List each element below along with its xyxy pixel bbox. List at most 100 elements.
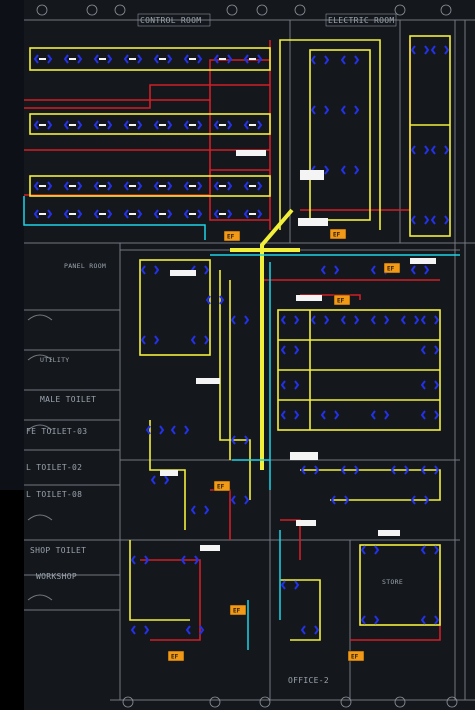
equipment-tag-box	[347, 650, 365, 662]
equipment-tag-label: EF	[233, 608, 241, 615]
equipment-tag-label: EF	[387, 266, 395, 273]
diffuser-icon	[243, 209, 263, 219]
diffuser-icon	[213, 181, 233, 191]
grid-bubbles-top	[36, 4, 458, 708]
diffuser-tag-mark	[249, 58, 256, 60]
equipment-tag-box	[167, 650, 185, 662]
annotation-text-block	[200, 545, 220, 551]
diffuser-icon	[430, 45, 450, 55]
diffuser-tag-mark	[189, 185, 196, 187]
diffuser-icon	[170, 425, 190, 435]
equipment-tag-box	[333, 294, 351, 306]
drawing-sheet	[24, 0, 475, 710]
annotation-text-block	[298, 218, 328, 226]
diffuser-icon	[370, 410, 390, 420]
diffuser-icon	[123, 181, 143, 191]
diffuser-tag-mark	[69, 124, 76, 126]
diffuser-icon	[153, 181, 173, 191]
diffuser-icon	[140, 265, 160, 275]
label-ladies-toilet: L TOILET-02	[26, 463, 82, 472]
diffuser-icon	[410, 45, 430, 55]
diffuser-tag-mark	[69, 58, 76, 60]
diffuser-icon	[230, 435, 250, 445]
diffuser-icon	[340, 105, 360, 115]
diffuser-icon	[243, 120, 263, 130]
diffuser-icon	[183, 120, 203, 130]
diffuser-icon	[183, 181, 203, 191]
annotation-text-block	[170, 270, 196, 276]
diffuser-icon	[63, 209, 83, 219]
equipment-tag-label: EF	[171, 654, 179, 661]
diffuser-icon	[213, 120, 233, 130]
diffuser-icon	[340, 465, 360, 475]
diffuser-tag-mark	[129, 58, 136, 60]
diffuser-icon	[153, 209, 173, 219]
diffuser-tag-mark	[99, 185, 106, 187]
diffuser-icon	[123, 209, 143, 219]
annotation-text-block	[296, 295, 322, 301]
diffuser-icon	[420, 615, 440, 625]
label-panel-room: PANEL ROOM	[64, 262, 106, 270]
diffuser-icon	[360, 545, 380, 555]
diffuser-icon	[33, 181, 53, 191]
diffuser-tag-mark	[189, 213, 196, 215]
diffuser-tag-mark	[69, 185, 76, 187]
annotation-text-block	[290, 452, 318, 460]
label-shop-toilet: SHOP TOILET	[30, 546, 86, 555]
left-margin	[0, 0, 24, 490]
diffuser-tag-mark	[159, 124, 166, 126]
label-store: STORE	[382, 578, 403, 586]
diffuser-icon	[123, 120, 143, 130]
diffuser-icon	[410, 215, 430, 225]
cyan-duct-network	[23, 196, 460, 650]
label-toilet-08: L TOILET-08	[26, 490, 82, 499]
diffuser-tag-mark	[249, 213, 256, 215]
architectural-walls	[24, 19, 475, 701]
diffuser-icon	[180, 555, 200, 565]
diffuser-icon	[213, 209, 233, 219]
diffuser-icon	[400, 315, 420, 325]
label-electric-room: ELECTRIC ROOM	[328, 16, 395, 25]
diffuser-tag-mark	[219, 124, 226, 126]
diffuser-tag-mark	[39, 124, 46, 126]
diffuser-icon	[430, 215, 450, 225]
diffuser-icon	[300, 465, 320, 475]
equipment-tag-label: EF	[351, 654, 359, 661]
diffuser-icon	[390, 465, 410, 475]
label-workshop: WORKSHOP	[36, 572, 77, 581]
diffuser-icon	[130, 625, 150, 635]
diffuser-icon	[300, 625, 320, 635]
annotation-text-block	[236, 150, 266, 156]
diffuser-tag-mark	[159, 185, 166, 187]
diffuser-tag-mark	[99, 58, 106, 60]
diffuser-icon	[230, 315, 250, 325]
annotation-text-block	[378, 530, 400, 536]
diffuser-tag-mark	[189, 124, 196, 126]
diffuser-tag-mark	[129, 124, 136, 126]
diffuser-icon	[33, 209, 53, 219]
diffuser-icon	[145, 425, 165, 435]
diffuser-tag-mark	[189, 58, 196, 60]
diffuser-icon	[420, 410, 440, 420]
white-annotation-group	[39, 58, 436, 551]
diffuser-icon	[340, 315, 360, 325]
diffuser-tag-mark	[99, 124, 106, 126]
diffuser-icon	[360, 615, 380, 625]
diffuser-icon	[340, 165, 360, 175]
diffuser-icon	[93, 181, 113, 191]
diffuser-icon	[410, 145, 430, 155]
yellow-duct-network	[29, 35, 451, 641]
diffuser-tag-mark	[39, 58, 46, 60]
equipment-tag-label: EF	[227, 234, 235, 241]
diffuser-icon	[410, 495, 430, 505]
diffuser-tag-mark	[129, 213, 136, 215]
equipment-tag-box	[329, 228, 347, 240]
diffuser-icon	[280, 345, 300, 355]
diffuser-icon	[63, 120, 83, 130]
diffuser-icon	[370, 315, 390, 325]
diffuser-icon	[420, 315, 440, 325]
annotation-text-block	[160, 470, 178, 476]
diffuser-icon	[420, 380, 440, 390]
